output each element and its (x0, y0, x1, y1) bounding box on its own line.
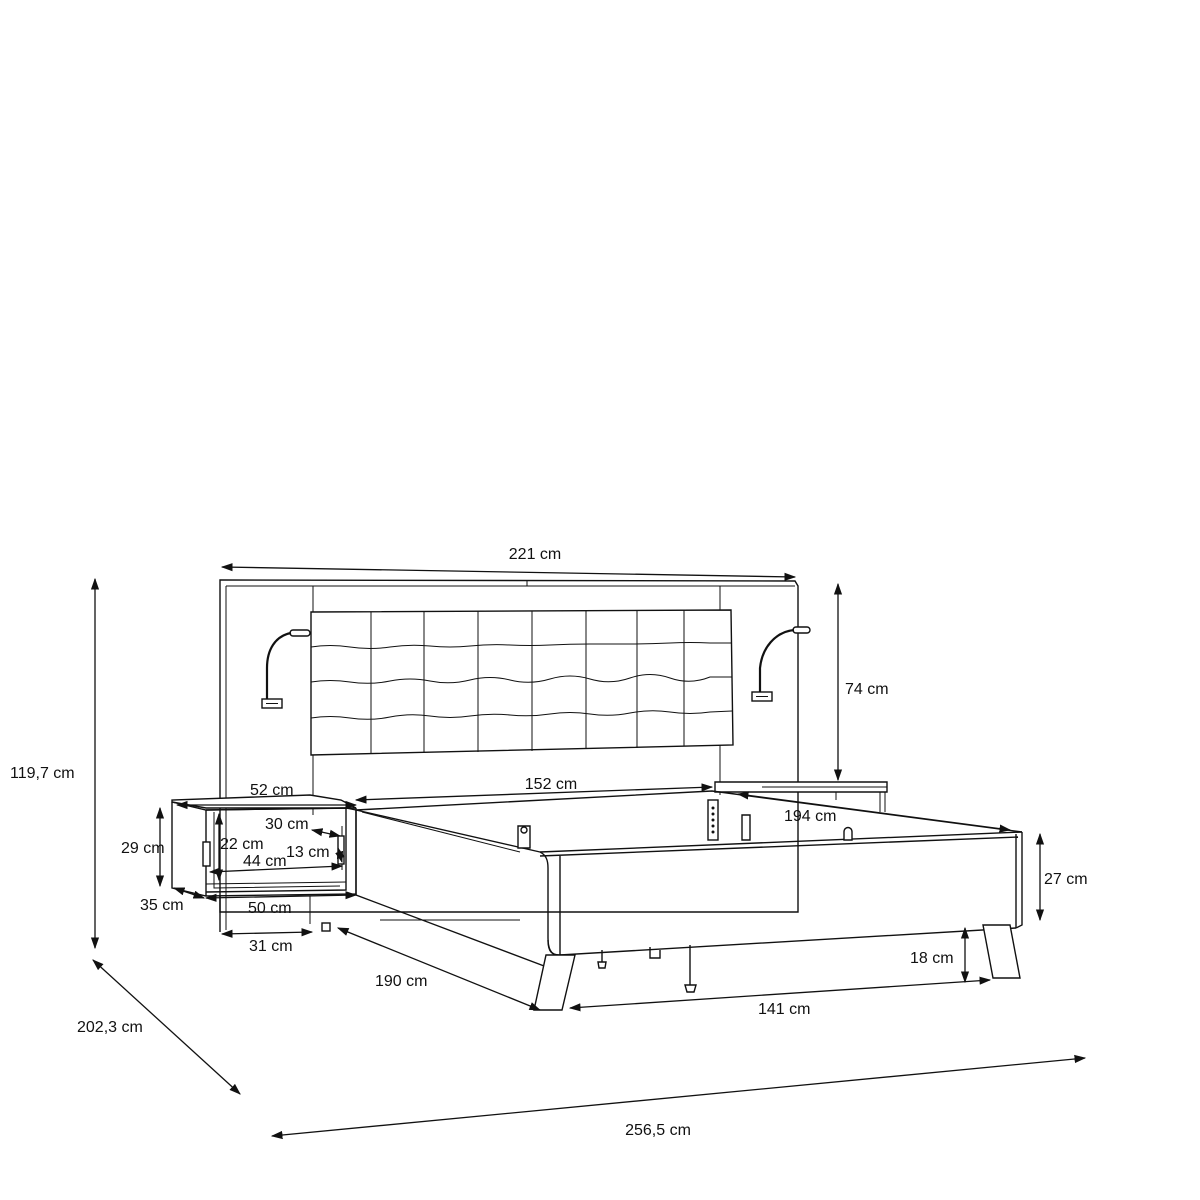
label-leg-height: 18 cm (910, 950, 954, 967)
label-mattress-length: 194 cm (784, 808, 836, 825)
label-headboard-height: 74 cm (845, 681, 889, 698)
label-nightstand-inner-depth: 31 cm (249, 938, 293, 955)
label-total-width: 221 cm (509, 546, 561, 563)
label-nightstand-height: 29 cm (121, 840, 165, 857)
right-reading-lamp-icon (751, 626, 811, 702)
label-total-height: 119,7 cm (10, 765, 75, 782)
label-frame-length: 190 cm (375, 973, 427, 990)
left-reading-lamp-icon (261, 629, 311, 709)
label-drawer-width: 44 cm (243, 853, 287, 870)
label-total-depth: 202,3 cm (77, 1019, 143, 1036)
bed-legs (321, 922, 1021, 1011)
label-leg-span: 141 cm (758, 1001, 810, 1018)
dimension-lines (90, 563, 1087, 1140)
label-total-length: 256,5 cm (625, 1122, 691, 1139)
label-mattress-width: 152 cm (525, 776, 577, 793)
label-nightstand-depth: 35 cm (140, 897, 184, 914)
upholstered-headrest (310, 609, 734, 756)
label-nightstand-bottom-width: 50 cm (248, 900, 292, 917)
dimension-labels: 221 cm 119,7 cm 74 cm 52 cm 30 cm 29 cm … (10, 546, 1088, 1139)
label-nightstand-inner-width: 30 cm (265, 816, 309, 833)
label-nightstand-width: 52 cm (250, 782, 294, 799)
center-rail-brackets (517, 799, 853, 849)
label-drawer-height: 22 cm (220, 836, 264, 853)
label-frame-height: 27 cm (1044, 871, 1088, 888)
label-drawer-front-height: 13 cm (286, 844, 330, 861)
